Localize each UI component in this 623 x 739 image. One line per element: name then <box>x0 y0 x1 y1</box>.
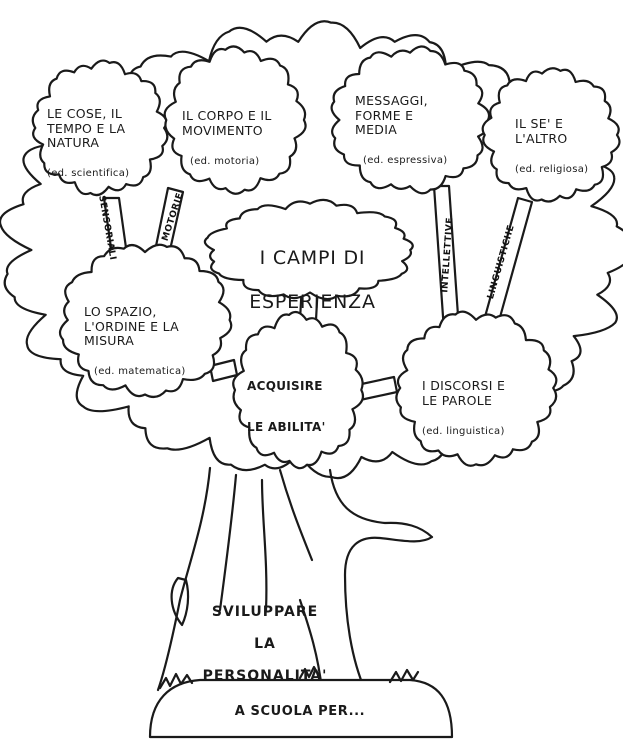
field-corpo-title: IL CORPO E IL MOVIMENTO <box>182 108 272 138</box>
tree-trunk <box>156 466 434 692</box>
cloud-center <box>203 198 414 301</box>
field-cose-sub: (ed. scientifica) <box>47 167 130 179</box>
ground-label: A SCUOLA PER... <box>234 704 366 719</box>
cloud-core <box>232 310 365 470</box>
field-messaggi-title: MESSAGGI, FORME E MEDIA <box>355 93 428 138</box>
field-cose-title: LE COSE, IL TEMPO E LA NATURA <box>47 106 126 151</box>
field-se-title: IL SE' E L'ALTRO <box>515 116 568 146</box>
trunk-line2: LA <box>254 636 276 653</box>
field-spazio: LO SPAZIO, L'ORDINE E LA MISURA (ed. mat… <box>84 291 214 377</box>
field-corpo: IL CORPO E IL MOVIMENTO (ed. motoria) <box>182 95 297 167</box>
field-spazio-sub: (ed. matematica) <box>94 365 186 377</box>
field-discorsi-sub: (ed. linguistica) <box>422 425 505 437</box>
cloud-corpo <box>163 45 307 195</box>
field-discorsi: I DISCORSI E LE PAROLE (ed. linguistica) <box>422 365 542 437</box>
center-title: I CAMPI DI ESPERIENZA <box>225 226 400 313</box>
core-line1: ACQUISIRE <box>247 378 323 393</box>
center-line2: ESPERIENZA <box>249 290 376 313</box>
trunk-line3: PERSONALITA' <box>202 668 328 685</box>
trunk-label: SVILUPPARE LA PERSONALITA' <box>190 588 340 685</box>
ground-mound <box>148 678 454 739</box>
core-label: ACQUISIRE LE ABILITA' <box>247 366 347 435</box>
cloud-se <box>481 67 621 203</box>
core-line2: LE ABILITA' <box>247 420 326 435</box>
field-cose: LE COSE, IL TEMPO E LA NATURA (ed. scien… <box>47 93 157 179</box>
cloud-messaggi <box>330 45 491 195</box>
cloud-discorsi <box>395 310 558 467</box>
field-discorsi-title: I DISCORSI E LE PAROLE <box>422 378 506 408</box>
center-line1: I CAMPI DI <box>259 246 366 269</box>
field-messaggi-sub: (ed. espressiva) <box>363 154 448 166</box>
field-messaggi: MESSAGGI, FORME E MEDIA (ed. espressiva) <box>355 80 475 166</box>
cloud-cose <box>31 59 169 197</box>
field-spazio-title: LO SPAZIO, L'ORDINE E LA MISURA <box>84 304 180 349</box>
field-corpo-sub: (ed. motoria) <box>190 155 260 167</box>
trunk-line1: SVILUPPARE <box>211 604 319 621</box>
cloud-spazio <box>58 243 233 399</box>
field-se: IL SE' E L'ALTRO (ed. religiosa) <box>515 103 610 175</box>
branch-linguistiche <box>481 196 534 330</box>
field-se-sub: (ed. religiosa) <box>515 163 589 175</box>
